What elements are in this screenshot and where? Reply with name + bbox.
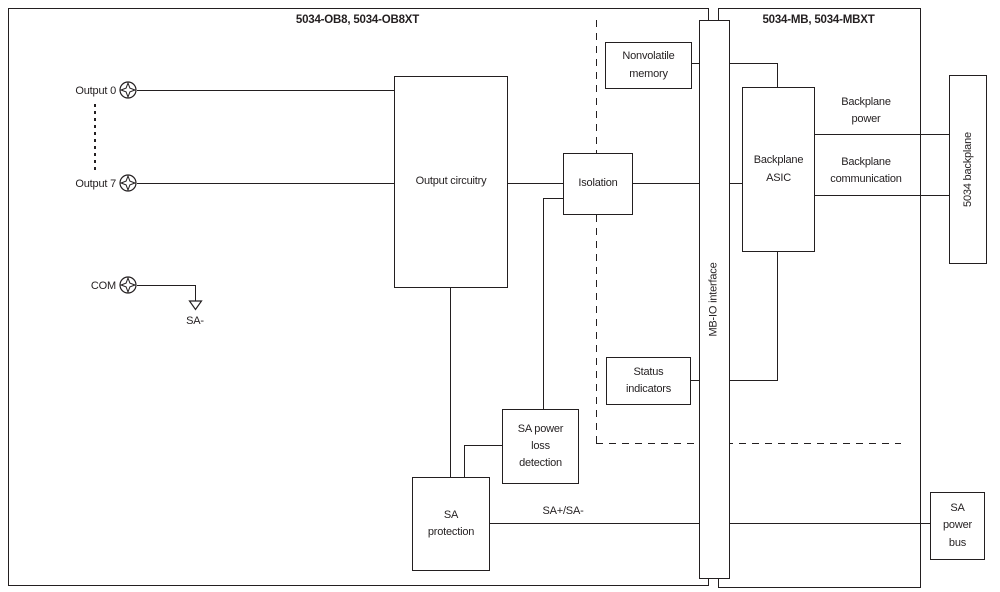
block-backplane-asic: Backplane ASIC — [742, 87, 815, 252]
module-mb-title: 5034-MB, 5034-MBXT — [762, 14, 875, 26]
block-sa-power-loss-detection-label: SA power loss detection — [517, 422, 564, 470]
wire-backplane-power — [813, 134, 949, 135]
backplane-communication-label: Backplane communication — [830, 156, 902, 186]
wire-com-drop — [195, 285, 196, 301]
wire-backplane-communication — [813, 195, 949, 196]
wire-saloss-saprotection-h — [464, 445, 502, 446]
block-backplane-asic-label: Backplane ASIC — [753, 154, 804, 184]
terminal-output7-icon — [119, 174, 137, 192]
block-sa-power-bus-label: SA power bus — [943, 502, 972, 549]
isolation-boundary-horizontal — [596, 443, 901, 444]
isolation-boundary-vertical — [596, 20, 597, 443]
block-isolation-label: Isolation — [578, 177, 618, 190]
block-output-circuitry-label: Output circuitry — [415, 175, 487, 188]
block-5034-backplane-label: 5034 backplane — [961, 132, 974, 207]
sa-minus-label: SA- — [186, 315, 204, 327]
block-isolation: Isolation — [563, 153, 633, 215]
block-mbio-interface-label: MB-IO interface — [707, 262, 720, 337]
terminal-output0-icon — [119, 81, 137, 99]
wire-memory-asic-drop — [777, 63, 778, 87]
wire-asic-status-drop — [777, 250, 778, 380]
wire-asic-status-h — [689, 380, 778, 381]
block-output-circuitry: Output circuitry — [394, 76, 508, 288]
wire-isolation-saloss-stub — [543, 198, 563, 199]
block-sa-power-bus: SA power bus — [930, 492, 985, 560]
wire-outputcircuitry-saprotection — [450, 286, 451, 477]
terminal-com-label: COM — [90, 280, 116, 292]
block-nonvolatile-memory: Nonvolatile memory — [605, 42, 692, 89]
block-mbio-interface: MB-IO interface — [699, 20, 730, 579]
block-sa-protection-label: SA protection — [427, 508, 475, 538]
sa-minus-ground-icon — [188, 300, 203, 314]
block-status-indicators-label: Status indicators — [625, 365, 672, 395]
wire-output7 — [137, 183, 394, 184]
block-sa-power-loss-detection: SA power loss detection — [502, 409, 579, 484]
backplane-power-label: Backplane power — [841, 96, 891, 126]
wire-isolation-asic — [631, 183, 742, 184]
sa-plus-minus-label: SA+/SA- — [542, 505, 584, 517]
terminal-output7-label: Output 7 — [75, 178, 116, 190]
block-nonvolatile-memory-label: Nonvolatile memory — [622, 50, 675, 80]
terminal-com-icon — [119, 276, 137, 294]
terminal-output0-label: Output 0 — [75, 85, 116, 97]
wire-com — [137, 285, 195, 286]
block-sa-protection: SA protection — [412, 477, 490, 571]
block-5034-backplane: 5034 backplane — [949, 75, 987, 264]
wire-output0 — [137, 90, 394, 91]
wire-isolation-saloss-drop — [543, 198, 544, 409]
output-range-ellipsis — [94, 104, 96, 172]
module-ob8-title: 5034-OB8, 5034-OB8XT — [295, 14, 420, 26]
wire-saloss-saprotection-v — [464, 445, 465, 477]
wire-memory-mbio-asic — [690, 63, 778, 64]
block-status-indicators: Status indicators — [606, 357, 691, 405]
wire-outputcircuitry-isolation — [506, 183, 563, 184]
